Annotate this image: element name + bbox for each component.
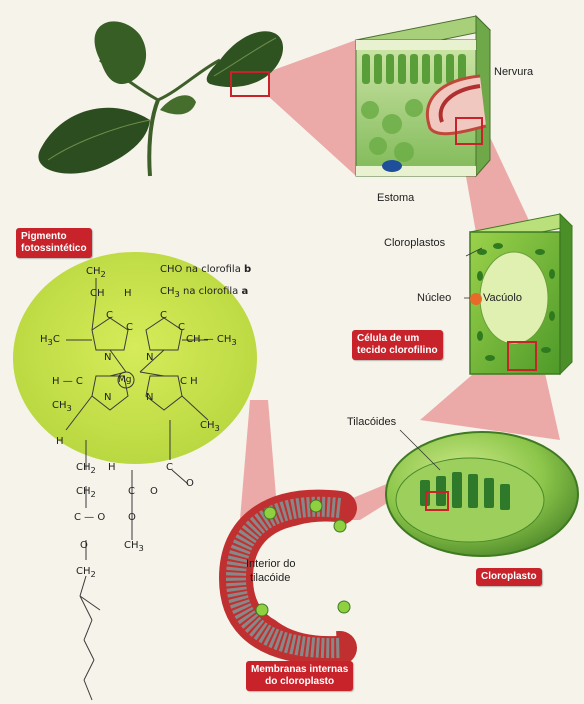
- atom-n4: N: [146, 392, 153, 403]
- tag-membranas-line2: do cloroplasto: [251, 676, 348, 688]
- tag-celula-line1: Célula de um: [357, 333, 438, 345]
- atom-ch2-a-text: CH: [76, 462, 91, 473]
- atom-n1: N: [104, 352, 111, 363]
- note-a: a: [241, 286, 248, 297]
- label-interior-line2: tilacóide: [250, 572, 290, 585]
- note-b: b: [244, 264, 251, 275]
- atom-ch2-top-sub: 2: [101, 269, 106, 279]
- label-tilacoides: Tilacóides: [347, 416, 396, 429]
- chloroplast: [386, 432, 578, 556]
- atom-o4: O: [128, 512, 136, 523]
- atom-ch2-b-text: CH: [76, 486, 91, 497]
- atom-n2: N: [146, 352, 153, 363]
- tag-membranas-line1: Membranas internas: [251, 664, 348, 676]
- atom-c-eq-o: C: [166, 462, 173, 473]
- atom-ch3-left: CH3: [52, 400, 72, 414]
- atom-h-left: H — C: [52, 376, 83, 387]
- atom-ch2-a-sub: 2: [91, 465, 96, 475]
- atom-h-low: H: [56, 436, 64, 447]
- atom-ch2-top: CH2: [86, 266, 106, 280]
- label-nervura: Nervura: [494, 66, 533, 79]
- label-cloroplastos: Cloroplastos: [384, 237, 445, 250]
- atom-ch2-top-text: CH: [86, 266, 101, 277]
- atom-h-mid: H: [108, 462, 116, 473]
- tag-cloroplasto: Cloroplasto: [476, 568, 542, 586]
- note-chlorophyll-b: CHO na clorofila b: [160, 264, 251, 275]
- atom-ch2ch3-sub: 3: [231, 337, 236, 347]
- atom-h3c-h: H: [40, 334, 48, 345]
- tag-pigmento-line1: Pigmento: [21, 231, 87, 243]
- atom-ch3-right-text: CH: [200, 420, 215, 431]
- atom-ch3-left-sub: 3: [67, 403, 72, 413]
- label-vacuolo: Vacúolo: [483, 292, 522, 305]
- atom-ch-top: CH: [90, 288, 105, 299]
- tag-membranas: Membranas internas do cloroplasto: [246, 661, 353, 691]
- tag-pigmento-line2: fotossintético: [21, 243, 87, 255]
- atom-ch3-b-sub: 3: [139, 543, 144, 553]
- atom-c5: C: [178, 322, 185, 333]
- label-nucleo: Núcleo: [417, 292, 451, 305]
- tag-celula-line2: tecido clorofilino: [357, 345, 438, 357]
- atom-h3c-c: C: [53, 334, 60, 345]
- atom-c2: C: [106, 310, 113, 321]
- atom-ch3-right-sub: 3: [215, 423, 220, 433]
- atom-ch3-b: CH3: [124, 540, 144, 554]
- atom-o3: O: [186, 478, 194, 489]
- note-ch3: CH: [160, 286, 175, 297]
- atom-c4: C: [126, 322, 133, 333]
- pigment-highlight: [13, 252, 257, 464]
- note-cho: CHO: [160, 264, 182, 275]
- atom-c-o: C — O: [74, 512, 105, 523]
- atom-ch2-c: CH2: [76, 566, 96, 580]
- atom-c-low: C: [128, 486, 135, 497]
- atom-h3c: H3C: [40, 334, 60, 348]
- leaf-tissue-block: [356, 16, 490, 176]
- atom-ch3-left-text: CH: [52, 400, 67, 411]
- label-interior-line1: Interior do: [246, 558, 296, 571]
- atom-c3: C: [160, 310, 167, 321]
- atom-ch2-b: CH2: [76, 486, 96, 500]
- atom-h-top: H: [124, 288, 132, 299]
- tag-pigmento: Pigmento fotossintético: [16, 228, 92, 258]
- atom-c-h-right: C H: [180, 376, 198, 387]
- atom-n3: N: [104, 392, 111, 403]
- atom-ch2-b-sub: 2: [91, 489, 96, 499]
- note-na-clorofila-a: na clorofila: [183, 286, 238, 297]
- atom-ch2-c-text: CH: [76, 566, 91, 577]
- tag-celula: Célula de um tecido clorofilino: [352, 330, 443, 360]
- tag-cloroplasto-line1: Cloroplasto: [481, 571, 537, 583]
- atom-ch2-a: CH2: [76, 462, 96, 476]
- atom-mg: Mg: [118, 375, 131, 386]
- note-na-clorofila-b: na clorofila: [186, 264, 241, 275]
- atom-o2: O: [150, 486, 158, 497]
- atom-o1: O: [80, 540, 88, 551]
- leaf-illustration: [38, 21, 283, 176]
- note-chlorophyll-a: CH3 na clorofila a: [160, 286, 248, 300]
- atom-ch3-b-text: CH: [124, 540, 139, 551]
- atom-ch2-c-sub: 2: [91, 569, 96, 579]
- atom-ch2ch3: CH — CH3: [186, 334, 237, 348]
- label-estoma: Estoma: [377, 192, 414, 205]
- atom-ch3-right: CH3: [200, 420, 220, 434]
- atom-ch2ch3-text: CH — CH: [186, 334, 231, 345]
- note-ch3-sub: 3: [175, 289, 180, 299]
